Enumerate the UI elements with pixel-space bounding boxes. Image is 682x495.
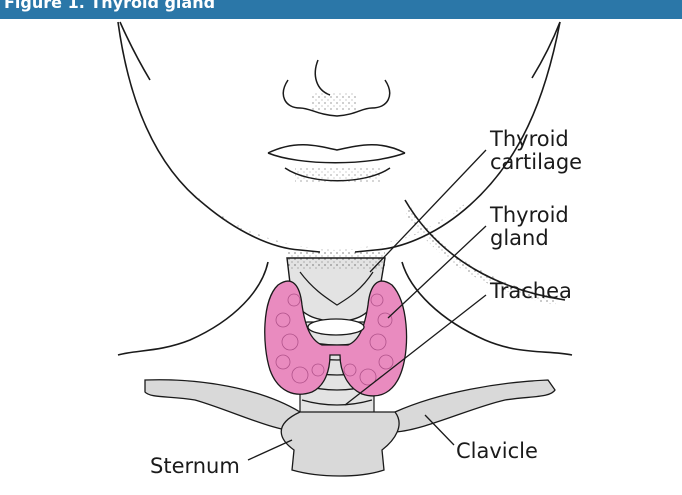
leader-sternum — [248, 440, 292, 460]
label-trachea: Trachea — [490, 280, 572, 303]
larynx-opening — [308, 319, 364, 335]
lip-shading — [295, 168, 380, 182]
label-thyroid-cartilage-line2: cartilage — [490, 151, 582, 174]
label-thyroid-gland-line1: Thyroid — [490, 204, 569, 227]
label-sternum: Sternum — [150, 455, 240, 478]
label-clavicle: Clavicle — [456, 440, 538, 463]
neck-illustration — [0, 19, 682, 495]
label-thyroid-cartilage-line1: Thyroid — [490, 128, 582, 151]
leader-thyroid-cartilage — [370, 150, 486, 272]
nose-shading — [312, 92, 357, 110]
header-title: Figure 1. Thyroid gland — [4, 0, 215, 12]
label-thyroid-cartilage: Thyroid cartilage — [490, 128, 582, 174]
label-thyroid-gland-line2: gland — [490, 227, 569, 250]
header-banner: Figure 1. Thyroid gland — [0, 0, 682, 19]
label-thyroid-gland: Thyroid gland — [490, 204, 569, 250]
